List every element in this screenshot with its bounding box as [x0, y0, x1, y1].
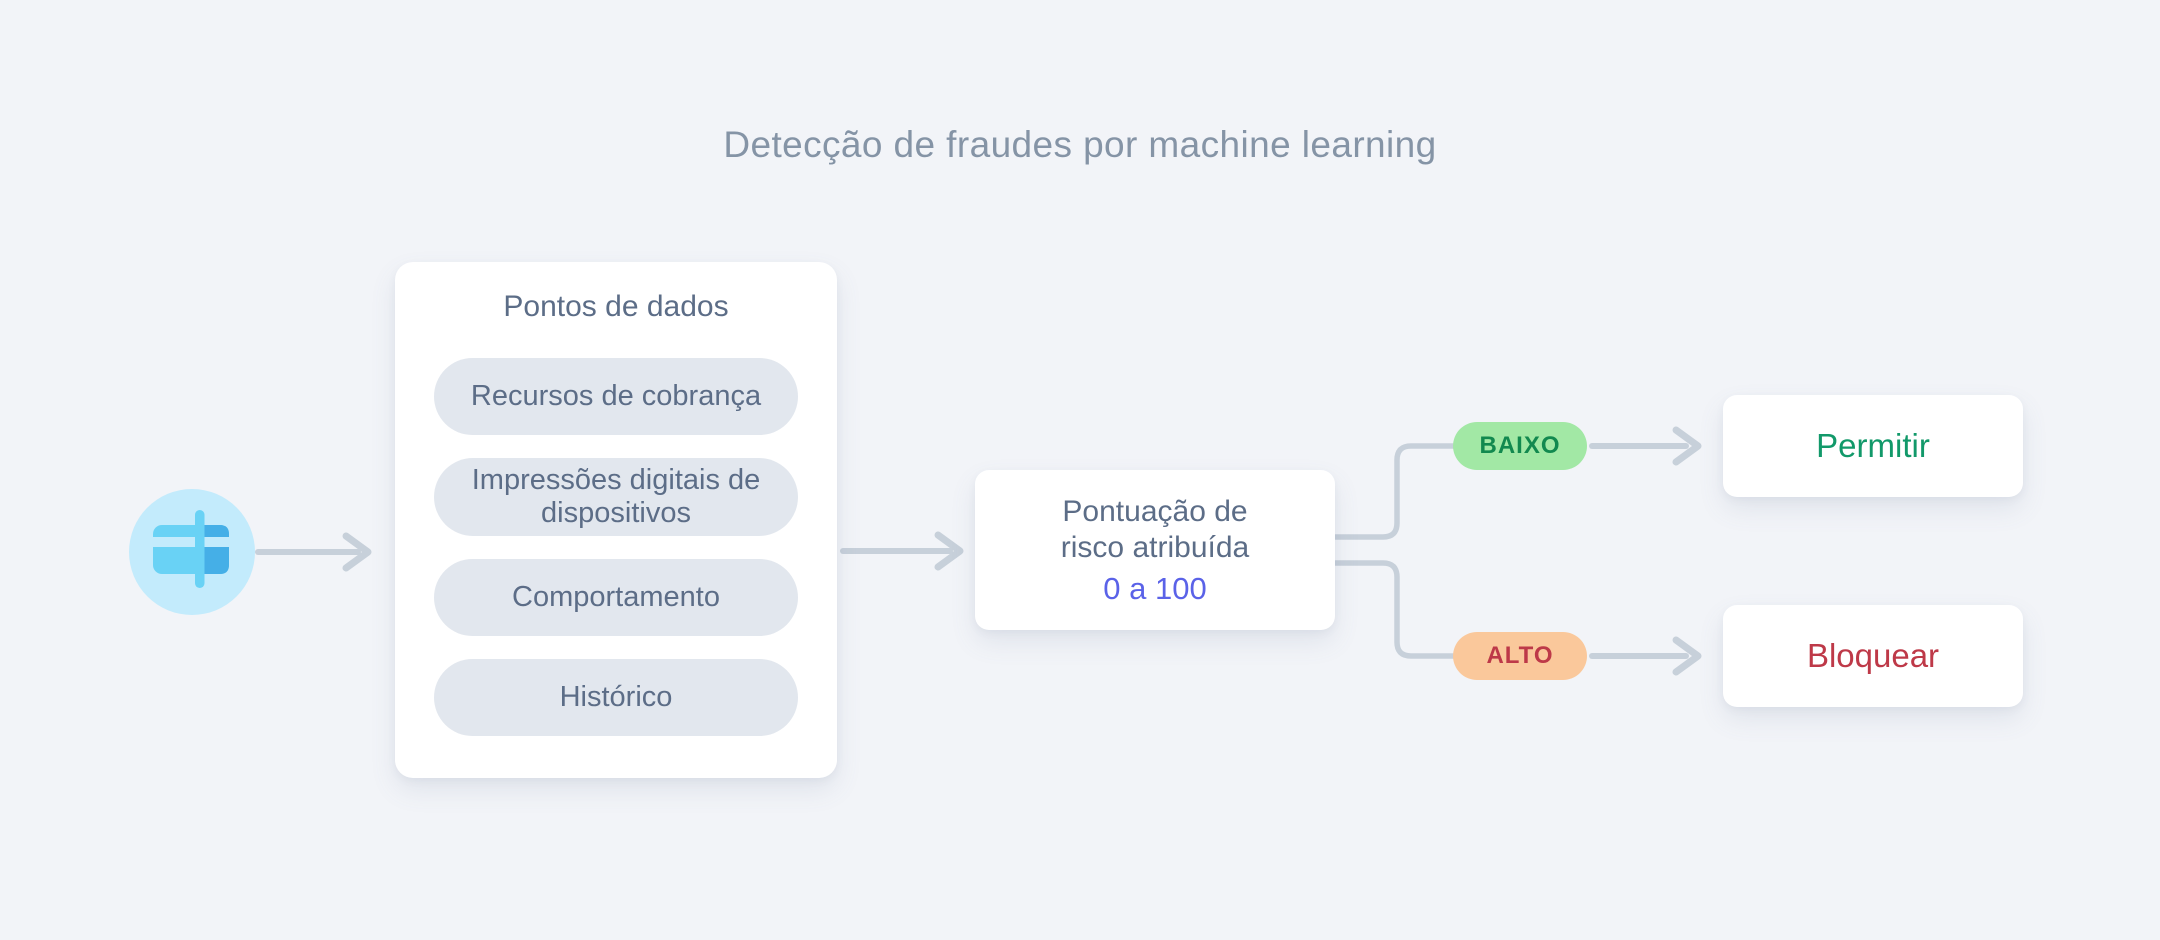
arrow-low-to-allow — [1589, 426, 1702, 466]
data-point-pill: Recursos de cobrança — [434, 358, 798, 435]
data-points-card: Pontos de dados Recursos de cobrança Imp… — [395, 262, 837, 778]
allow-action-card: Permitir — [1723, 395, 2023, 497]
risk-score-title-line1: Pontuação de — [1062, 494, 1248, 528]
low-risk-badge: BAIXO — [1453, 422, 1587, 470]
high-risk-badge: ALTO — [1453, 632, 1587, 680]
arrow-input-to-datapoints — [255, 532, 372, 572]
data-point-pill: Impressões digitais de dispositivos — [434, 458, 798, 537]
branch-line-low — [1332, 443, 1456, 540]
arrow-high-to-block — [1589, 636, 1702, 676]
data-points-title: Pontos de dados — [503, 290, 729, 323]
arrow-datapoints-to-score — [840, 531, 964, 571]
credit-card-icon — [153, 510, 229, 588]
block-action-card: Bloquear — [1723, 605, 2023, 707]
branch-line-high — [1332, 560, 1456, 659]
transaction-input — [129, 489, 255, 615]
risk-score-card: Pontuação de risco atribuída 0 a 100 — [975, 470, 1335, 630]
data-points-list: Recursos de cobrança Impressões digitais… — [434, 358, 798, 737]
risk-score-title-line2: risco atribuída — [1060, 530, 1250, 564]
data-point-pill: Comportamento — [434, 559, 798, 637]
data-point-pill: Histórico — [434, 659, 798, 737]
risk-score-range: 0 a 100 — [1103, 570, 1207, 606]
page-title: Detecção de fraudes por machine learning — [723, 124, 1437, 165]
